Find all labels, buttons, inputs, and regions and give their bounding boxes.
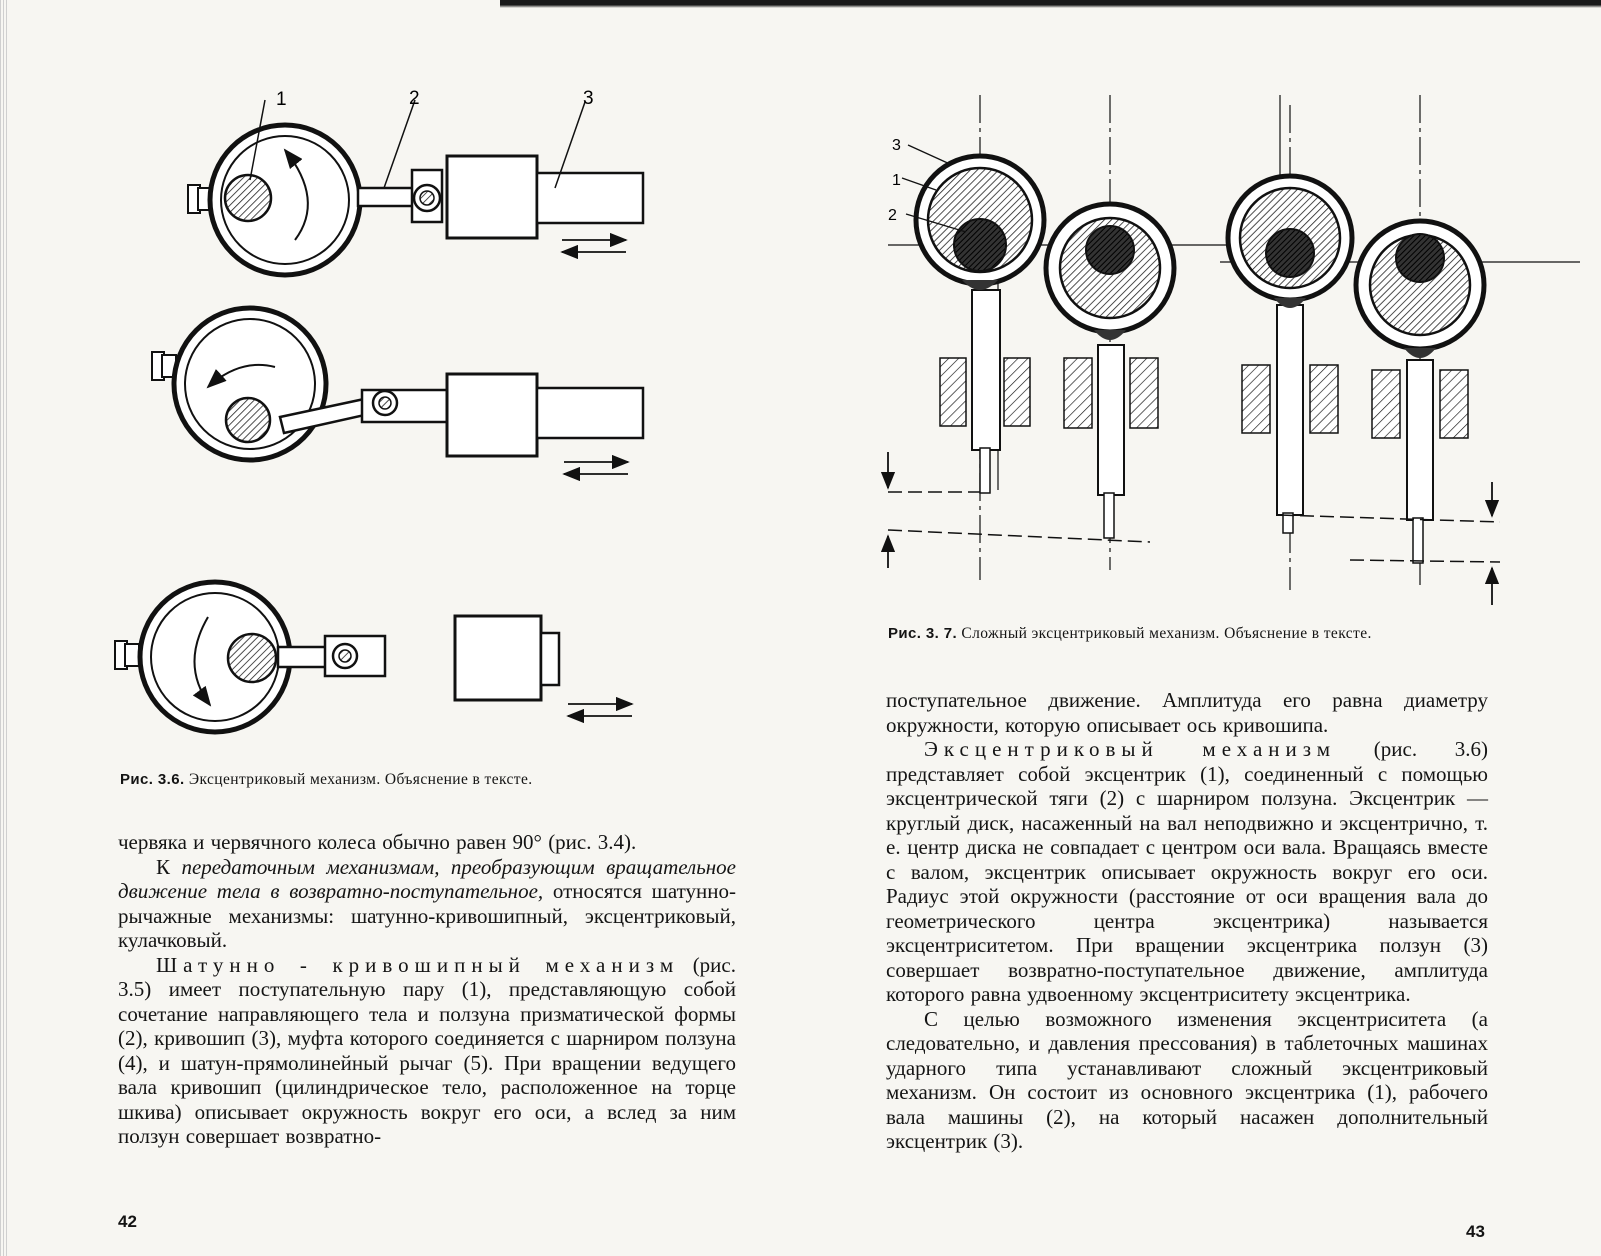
paragraph-body: (рис. 3.5) имеет поступательную пару (1)… bbox=[118, 952, 736, 1149]
paragraph: К передаточным механизмам, преобразующим… bbox=[118, 855, 736, 953]
eccentric-unit-4 bbox=[1353, 95, 1487, 590]
paragraph-lead: К bbox=[156, 854, 182, 879]
figure-label: 3 bbox=[892, 137, 901, 154]
mechanism-middle bbox=[151, 305, 645, 482]
figure-label: 2 bbox=[409, 88, 420, 109]
paragraph-body: (рис. 3.6) представляет собой эксцентрик… bbox=[886, 737, 1489, 1006]
caption-text: Сложный эксцентриковый механизм. Объясне… bbox=[961, 625, 1372, 642]
mechanism-bottom bbox=[114, 579, 634, 735]
page-number: 42 bbox=[118, 1212, 137, 1231]
eccentric-unit-3 bbox=[1225, 95, 1355, 590]
figure-3-7: 3 1 2 bbox=[880, 95, 1580, 605]
term-spaced: Шатунно - кривошипный механизм bbox=[156, 952, 680, 977]
body-text: поступательное движение. Амплитуда его р… bbox=[886, 688, 1488, 1154]
caption-label: Рис. 3. 7. bbox=[888, 625, 958, 642]
page-edge bbox=[0, 0, 8, 1256]
mechanism-top: 1 2 3 bbox=[187, 88, 645, 278]
left-page: 1 2 3 bbox=[0, 0, 800, 1256]
eccentric-unit-1 bbox=[913, 95, 1047, 580]
eccentric-unit-2 bbox=[1043, 95, 1177, 570]
page-number: 43 bbox=[1466, 1222, 1485, 1241]
figure-label: 1 bbox=[892, 172, 901, 189]
caption-text: Эксцентриковый механизм. Объяснение в те… bbox=[188, 771, 533, 788]
paragraph: червяка и червячного колеса обычно равен… bbox=[118, 830, 637, 854]
caption-label: Рис. 3.6. bbox=[120, 771, 185, 788]
paragraph: поступательное движение. Амплитуда его р… bbox=[886, 688, 1488, 737]
body-text: червяка и червячного колеса обычно равен… bbox=[118, 830, 736, 1149]
figure-caption: Рис. 3.6. Эксцентриковый механизм. Объяс… bbox=[120, 771, 533, 789]
page-top-shadow bbox=[500, 0, 1601, 8]
figure-label: 3 bbox=[583, 88, 594, 109]
paragraph: С целью возможного изменения эксцентриси… bbox=[886, 1006, 1488, 1154]
paragraph-tail: относятся шатунно-рычажные механизмы: ша… bbox=[118, 879, 736, 952]
figure-3-6: 1 2 3 bbox=[114, 88, 645, 735]
emphasis-text: передаточным механизмам, преобразующим в… bbox=[118, 854, 736, 904]
right-page: 3 1 2 Рис. 3. 7. Сложный эксцентриковый … bbox=[800, 0, 1601, 1256]
figure-caption: Рис. 3. 7. Сложный эксцентриковый механи… bbox=[888, 625, 1372, 643]
term-spaced: Эксцентриковый механизм bbox=[924, 737, 1337, 761]
figure-label: 2 bbox=[888, 207, 897, 224]
paragraph: Эксцентриковый механизм (рис. 3.6) предс… bbox=[886, 737, 1488, 1007]
figure-label: 1 bbox=[276, 89, 287, 110]
paragraph: Шатунно - кривошипный механизм (рис. 3.5… bbox=[118, 953, 736, 1149]
